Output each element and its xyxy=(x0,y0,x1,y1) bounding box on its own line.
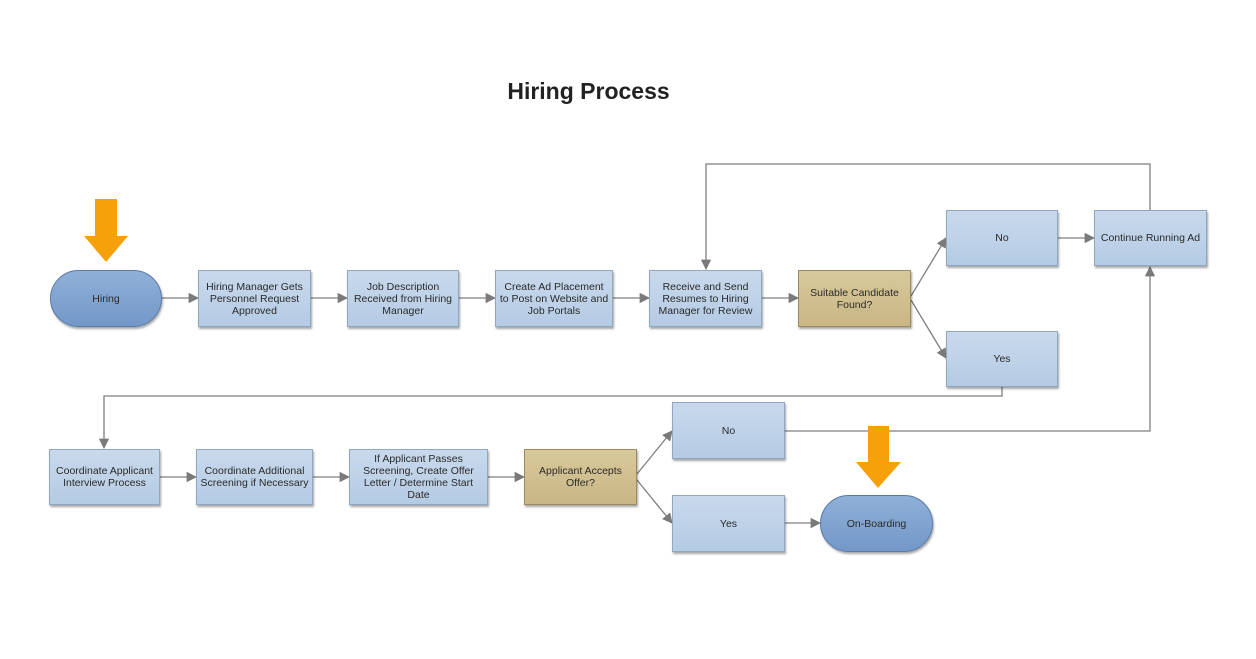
node-ad-placement: Create Ad Placement to Post on Website a… xyxy=(495,270,613,327)
start-arrow-icon xyxy=(84,199,128,262)
connector-decision-to-no xyxy=(910,237,947,297)
node-no-offer: No xyxy=(672,402,785,459)
node-onboarding: On-Boarding xyxy=(820,495,933,552)
node-candidate-found: Suitable Candidate Found? xyxy=(798,270,911,327)
connector-no-to-continue-ad xyxy=(785,265,1156,432)
page-title: Hiring Process xyxy=(507,78,670,104)
node-no-candidate: No xyxy=(946,210,1058,266)
node-manager-approved: Hiring Manager Gets Personnel Request Ap… xyxy=(198,270,311,327)
connector-yes-to-interview xyxy=(98,387,1003,450)
node-receive-resumes: Receive and Send Resumes to Hiring Manag… xyxy=(649,270,762,327)
node-job-description: Job Description Received from Hiring Man… xyxy=(347,270,459,327)
node-yes-offer: Yes xyxy=(672,495,785,552)
node-additional-screening: Coordinate Additional Screening if Neces… xyxy=(196,449,313,505)
node-offer-letter: If Applicant Passes Screening, Create Of… xyxy=(349,449,488,505)
node-coordinate-interview: Coordinate Applicant Interview Process xyxy=(49,449,160,505)
connector-continue-loop-back xyxy=(700,163,1151,271)
node-accepts-offer: Applicant Accepts Offer? xyxy=(524,449,637,505)
connector-decision-to-yes xyxy=(910,299,947,359)
node-continue-ad: Continue Running Ad xyxy=(1094,210,1207,266)
node-hiring: Hiring xyxy=(50,270,162,327)
end-arrow-icon xyxy=(856,426,901,488)
connector-accepts-to-yes xyxy=(636,479,673,524)
node-yes-candidate: Yes xyxy=(946,331,1058,387)
connector-accepts-to-no xyxy=(636,430,673,475)
